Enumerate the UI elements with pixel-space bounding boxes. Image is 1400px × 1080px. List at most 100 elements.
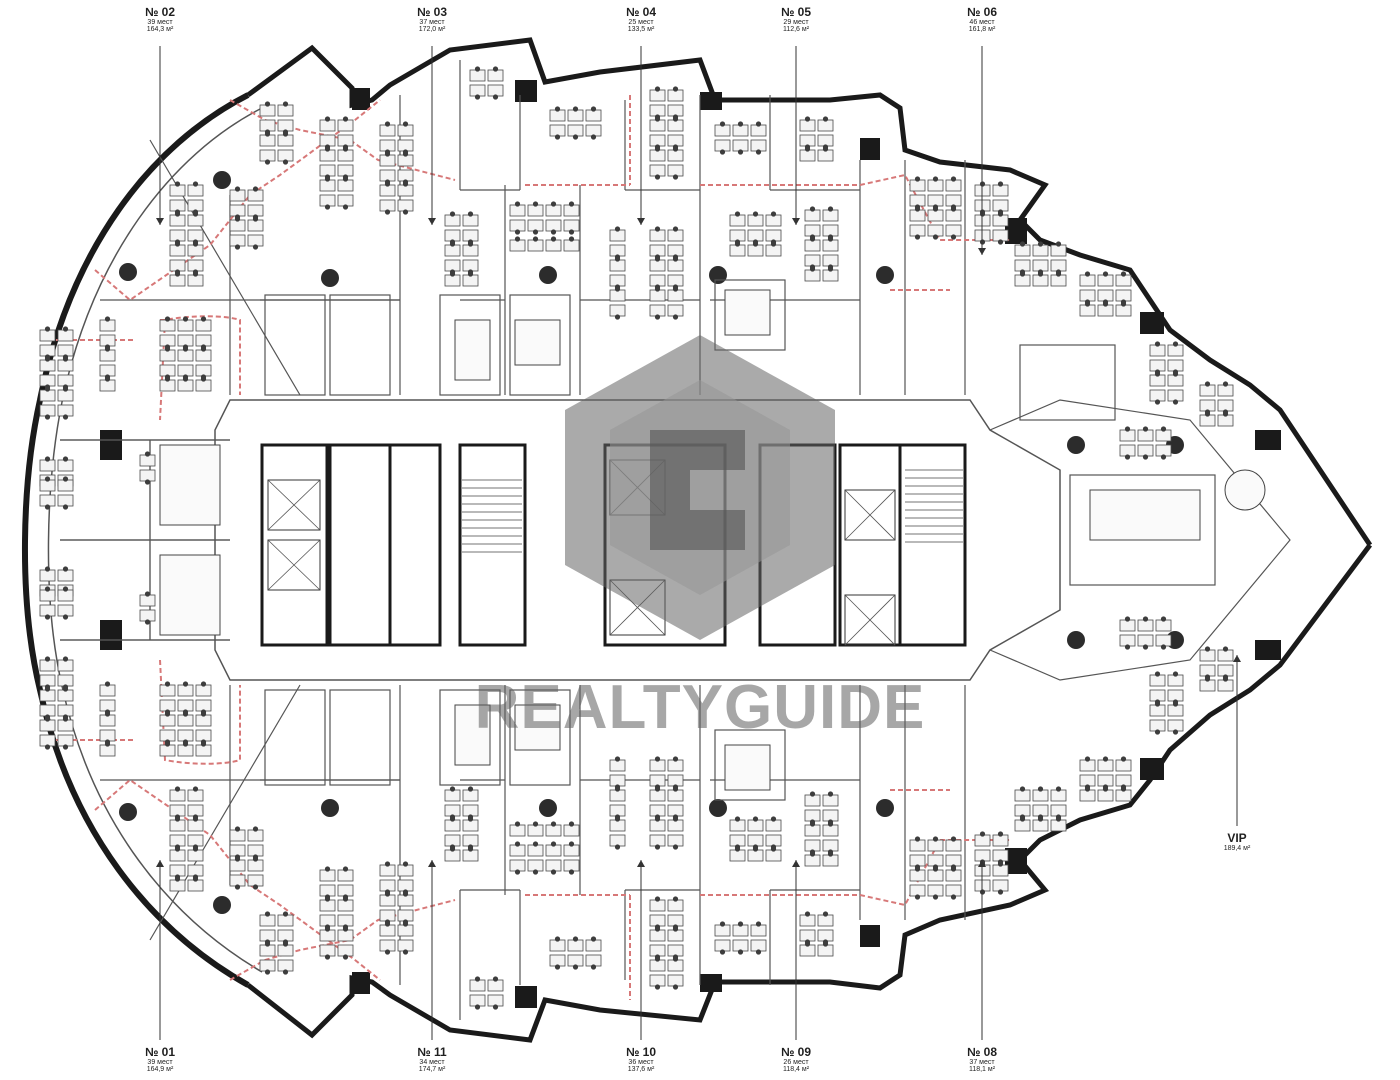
desk <box>909 839 926 852</box>
desk <box>714 139 731 152</box>
meeting-room <box>329 294 391 396</box>
chair <box>1019 241 1026 247</box>
desk <box>195 744 212 757</box>
chair <box>614 756 621 762</box>
desk <box>799 914 816 927</box>
desk <box>765 849 782 862</box>
desk <box>927 224 944 237</box>
unit-label-09[interactable]: № 09 26 мест 118,4 м² <box>741 1046 851 1073</box>
desk <box>945 854 962 867</box>
chair <box>734 241 741 247</box>
unit-boundary <box>229 899 456 981</box>
chair <box>384 921 391 927</box>
desk <box>444 229 461 242</box>
structural-column <box>709 266 727 284</box>
chair <box>672 984 679 990</box>
desk-cluster <box>379 861 414 955</box>
chair <box>449 846 456 852</box>
desk <box>945 209 962 222</box>
chair <box>804 911 811 917</box>
unit-label-vip[interactable]: VIP 189,4 м² <box>1182 832 1292 852</box>
desk <box>169 849 186 862</box>
desk <box>667 804 684 817</box>
unit-boundary <box>700 839 1010 907</box>
meeting-room <box>509 689 571 786</box>
chair <box>514 236 521 242</box>
desk <box>187 229 204 242</box>
desk <box>1149 344 1166 357</box>
desk-cluster <box>609 756 626 850</box>
chair <box>252 826 259 832</box>
unit-boundary-lines <box>40 95 1010 1000</box>
desk <box>509 844 526 857</box>
chair <box>62 566 69 572</box>
chair <box>822 911 829 917</box>
structural-column <box>1067 436 1085 454</box>
desk <box>1137 444 1154 457</box>
leader-arrow <box>428 860 436 867</box>
chair <box>572 936 579 942</box>
desk <box>379 154 396 167</box>
desk <box>1119 619 1136 632</box>
unit-label-10[interactable]: № 10 36 мест 137,6 м² <box>586 1046 696 1073</box>
desk <box>992 879 1009 892</box>
structural-column <box>876 266 894 284</box>
desk <box>1115 289 1132 302</box>
desk <box>444 834 461 847</box>
unit-seats: 26 мест <box>783 1058 809 1066</box>
chair <box>950 206 957 212</box>
chair <box>914 836 921 842</box>
desk <box>319 869 336 882</box>
leader-arrow <box>792 218 800 225</box>
chair <box>827 266 834 272</box>
desk <box>462 214 479 227</box>
desk <box>649 759 666 772</box>
desk <box>585 109 602 122</box>
chair <box>914 234 921 240</box>
unit-label-06[interactable]: № 06 46 мест 161,8 м² <box>927 6 1037 33</box>
desk <box>799 149 816 162</box>
chair <box>1084 301 1091 307</box>
chair <box>282 941 289 947</box>
desk <box>649 899 666 912</box>
chair <box>174 211 181 217</box>
chair <box>342 926 349 932</box>
desk <box>397 199 414 212</box>
chair <box>614 226 621 232</box>
unit-label-02[interactable]: № 02 39 мест 164,3 м² <box>105 6 215 33</box>
desk <box>822 839 839 852</box>
desk <box>609 804 626 817</box>
chair <box>44 386 51 392</box>
desk <box>945 884 962 897</box>
unit-label-11[interactable]: № 11 34 мест 174,7 м² <box>377 1046 487 1073</box>
structural-column <box>1067 631 1085 649</box>
desk-cluster <box>649 896 684 990</box>
desk <box>139 594 156 607</box>
desk <box>804 224 821 237</box>
chair <box>654 816 661 822</box>
desk <box>1014 804 1031 817</box>
unit-label-04[interactable]: № 04 25 мест 133,5 м² <box>586 6 696 33</box>
meeting-table <box>514 319 561 366</box>
desk-cluster <box>259 911 294 975</box>
unit-label-08[interactable]: № 08 37 мест 118,1 м² <box>927 1046 1037 1073</box>
unit-label-01[interactable]: № 01 39 мест 164,9 м² <box>105 1046 215 1073</box>
chair <box>192 846 199 852</box>
desk <box>462 789 479 802</box>
desk <box>444 789 461 802</box>
chair <box>737 949 744 955</box>
structural-column <box>876 799 894 817</box>
desk <box>714 939 731 952</box>
unit-label-05[interactable]: № 05 29 мест 112,6 м² <box>741 6 851 33</box>
desk <box>927 194 944 207</box>
unit-label-03[interactable]: № 03 37 мест 172,0 м² <box>377 6 487 33</box>
desk <box>1032 789 1049 802</box>
chair <box>550 869 557 875</box>
chair <box>827 206 834 212</box>
chair <box>144 591 151 597</box>
desk <box>667 104 684 117</box>
chair <box>914 176 921 182</box>
desk-cluster <box>1014 786 1067 832</box>
desk <box>563 204 580 217</box>
